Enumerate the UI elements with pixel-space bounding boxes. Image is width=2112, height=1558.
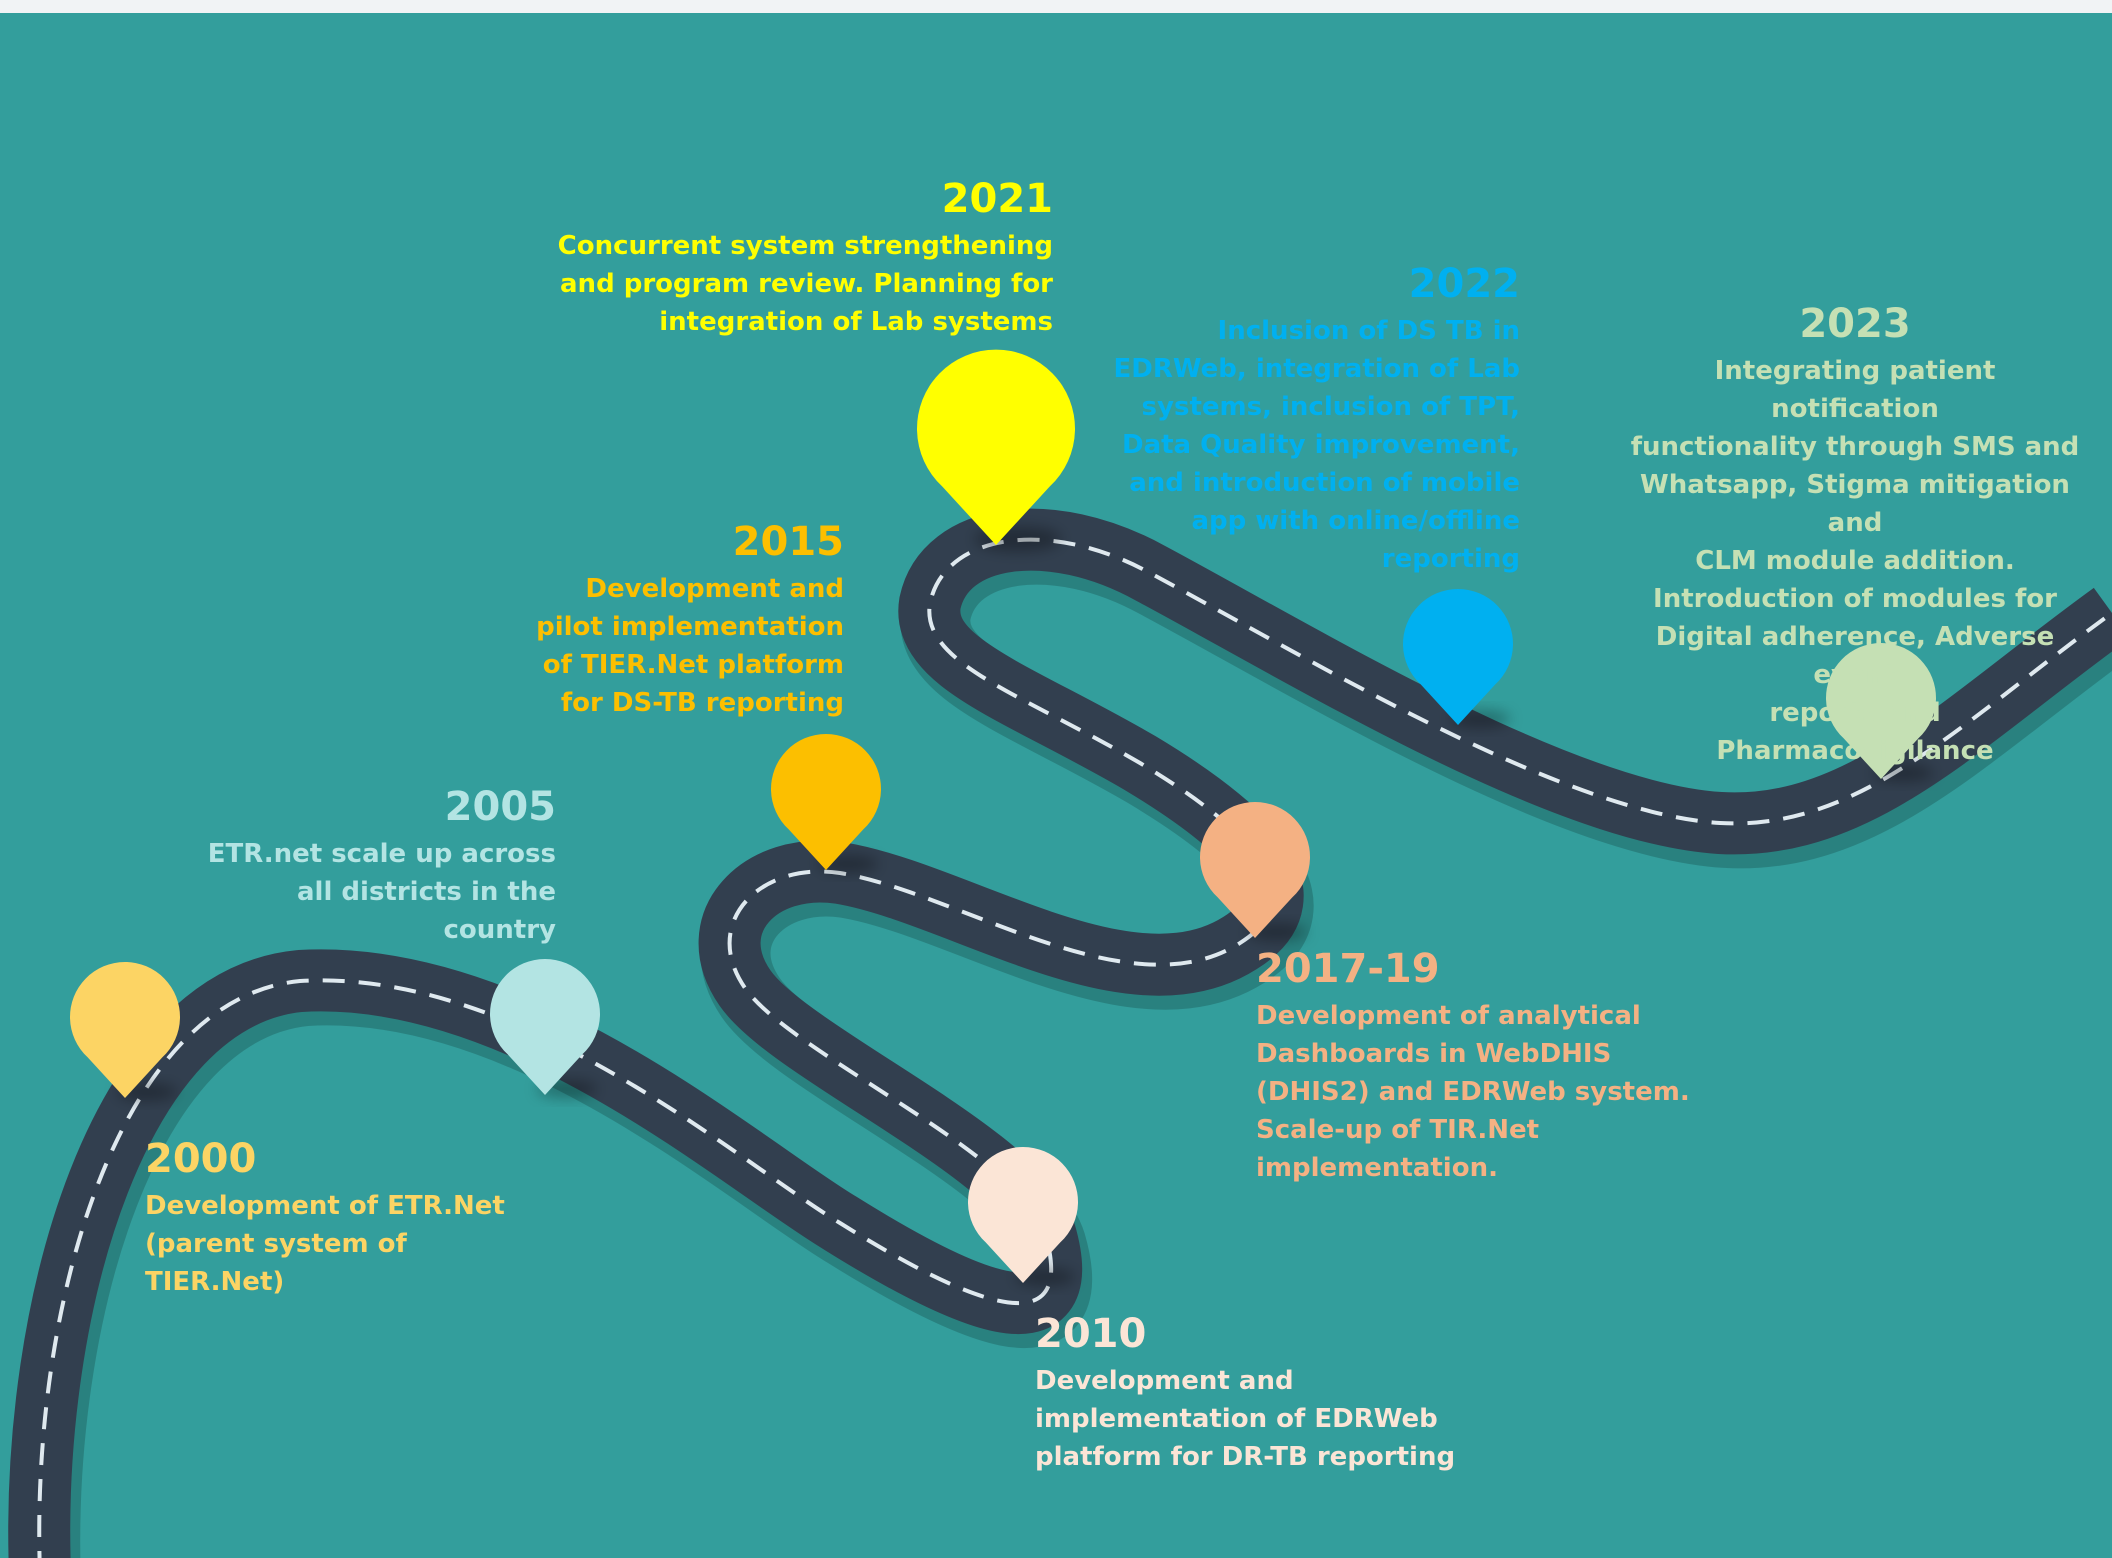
roadmap-road xyxy=(8,349,2112,1558)
milestone-description: Development and implementation of EDRWeb… xyxy=(1035,1366,1456,1472)
milestone-description: Integrating patient notification functio… xyxy=(1630,356,2080,766)
milestone-2000: 2000 Development of ETR.Net (parent syst… xyxy=(145,1133,505,1301)
milestone-2017-19: 2017-19 Development of analytical Dashbo… xyxy=(1256,943,1690,1187)
milestone-description: Development of analytical Dashboards in … xyxy=(1256,1001,1690,1183)
milestone-2005: 2005 ETR.net scale up across all distric… xyxy=(208,781,556,949)
milestone-description: ETR.net scale up across all districts in… xyxy=(207,839,556,945)
milestone-year: 2021 xyxy=(941,176,1053,222)
milestone-year: 2022 xyxy=(1408,261,1520,307)
milestone-year: 2010 xyxy=(1035,1311,1147,1357)
map-pin-icon-2005 xyxy=(490,958,600,1095)
milestone-year: 2015 xyxy=(732,519,844,565)
milestone-year: 2017-19 xyxy=(1256,946,1440,992)
map-pin-icon-2015 xyxy=(771,733,881,870)
milestone-2010: 2010 Development and implementation of E… xyxy=(1035,1308,1455,1476)
milestone-description: Development and pilot implementation of … xyxy=(536,574,844,718)
road-center-line xyxy=(37,537,2112,1558)
milestone-description: Concurrent system strengthening and prog… xyxy=(557,231,1053,337)
milestone-2023: 2023 Integrating patient notification fu… xyxy=(1630,298,2080,770)
map-pin-icon-2000 xyxy=(69,961,180,1098)
milestone-2015: 2015 Development and pilot implementatio… xyxy=(536,516,844,722)
map-pin-icon-2010 xyxy=(967,1146,1078,1283)
milestone-2021: 2021 Concurrent system strengthening and… xyxy=(558,173,1053,341)
map-pin-icon-2021 xyxy=(917,349,1076,545)
milestone-2022: 2022 Inclusion of DS TB in EDRWeb, integ… xyxy=(1114,258,1520,578)
roadmap-canvas: 2000 Development of ETR.Net (parent syst… xyxy=(0,13,2112,1558)
milestone-description: Development of ETR.Net (parent system of… xyxy=(145,1191,505,1297)
map-pin-icon-2023 xyxy=(1825,642,1936,779)
milestone-year: 2000 xyxy=(145,1136,257,1182)
map-pin-icon-2017-19 xyxy=(1199,801,1310,938)
milestone-description: Inclusion of DS TB in EDRWeb, integratio… xyxy=(1113,316,1520,574)
milestone-year: 2005 xyxy=(444,784,556,830)
map-pin-icon-2022 xyxy=(1403,588,1513,725)
milestone-year: 2023 xyxy=(1799,301,1911,347)
